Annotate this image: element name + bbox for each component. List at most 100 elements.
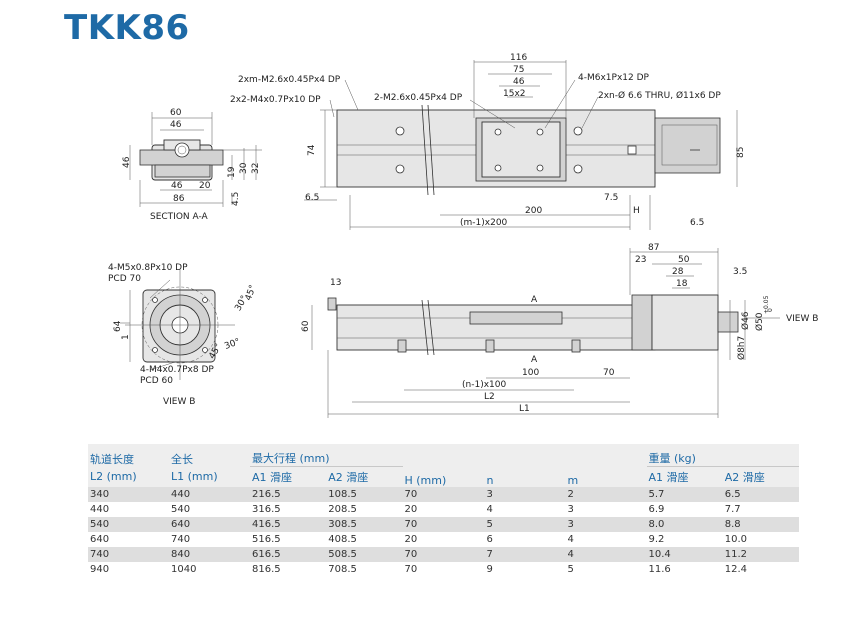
dim-46-height: 46 xyxy=(122,156,132,168)
table-cell: 616.5 xyxy=(250,547,327,562)
label-top-holes-5: 2xn-Ø 6.6 THRU, Ø11x6 DP xyxy=(598,90,721,101)
dim-L2: L2 xyxy=(484,392,495,402)
table-cell: 816.5 xyxy=(250,562,327,577)
table-cell: 440 xyxy=(88,502,169,517)
angle-30-bottom: 30° xyxy=(223,337,241,352)
dim-85: 85 xyxy=(736,147,746,158)
table-cell: 3 xyxy=(484,487,566,502)
dim-13: 13 xyxy=(330,278,341,288)
dim-46-section-top: 46 xyxy=(170,120,182,130)
section-aa-view xyxy=(129,112,262,207)
table-cell: 4 xyxy=(484,502,566,517)
table-cell: 540 xyxy=(88,517,169,532)
table-cell: 940 xyxy=(88,562,169,577)
table-cell: 8.8 xyxy=(722,517,799,532)
dim-L1: L1 xyxy=(519,404,530,414)
table-cell: 5 xyxy=(565,562,647,577)
table-cell: 6 xyxy=(484,532,566,547)
col-weight: 重量 (kg) xyxy=(646,444,799,467)
table-cell: 11.6 xyxy=(646,562,723,577)
label-viewb-pcd-2: PCD 60 xyxy=(140,376,173,386)
dim-7-5: 7.5 xyxy=(604,193,618,203)
dim-m1x200: (m-1)x200 xyxy=(460,218,508,228)
dim-32: 32 xyxy=(251,163,261,174)
dim-46-top: 46 xyxy=(513,77,525,87)
table-cell: 2 xyxy=(565,487,647,502)
dim-19: 19 xyxy=(227,166,237,178)
label-top-holes-1: 2xm-M2.6x0.45Px4 DP xyxy=(238,75,341,85)
col-stroke-a2: A2 滑座 xyxy=(326,466,403,487)
dim-87: 87 xyxy=(648,243,659,253)
table-cell: 70 xyxy=(402,547,485,562)
dim-200: 200 xyxy=(525,206,542,216)
dim-46-side: Ø46 xyxy=(740,311,751,330)
col-L1: L1 (mm) xyxy=(169,466,250,487)
table-cell: 840 xyxy=(169,547,250,562)
table-cell: 9.2 xyxy=(646,532,723,547)
table-cell: 440 xyxy=(169,487,250,502)
dim-100: 100 xyxy=(522,368,539,378)
dim-1: 1 xyxy=(121,334,131,340)
table-cell: 640 xyxy=(169,517,250,532)
dim-20-section: 20 xyxy=(199,181,211,191)
table-cell: 6.5 xyxy=(722,487,799,502)
table-cell: 4 xyxy=(565,532,647,547)
table-cell: 6.9 xyxy=(646,502,723,517)
dim-74: 74 xyxy=(307,144,317,156)
dim-75: 75 xyxy=(513,65,524,75)
dim-28: 28 xyxy=(672,267,684,277)
table-cell: 640 xyxy=(88,532,169,547)
dim-50-tol-upper: +0.05 xyxy=(763,295,770,314)
dim-4-5: 4.5 xyxy=(231,192,241,206)
side-view xyxy=(311,248,780,418)
table-cell: 308.5 xyxy=(326,517,403,532)
col-overall-length-cn: 全长 xyxy=(169,444,250,467)
dim-64: 64 xyxy=(113,320,123,332)
view-b-arrow-label: VIEW B xyxy=(786,314,818,324)
dim-46-section-bottom: 46 xyxy=(171,181,183,191)
col-m: m xyxy=(565,444,647,487)
label-viewb-pcd-1: PCD 70 xyxy=(108,274,141,284)
table-cell: 740 xyxy=(88,547,169,562)
col-n: n xyxy=(484,444,566,487)
dim-3-5: 3.5 xyxy=(733,267,747,277)
table-cell: 740 xyxy=(169,532,250,547)
table-cell: 9 xyxy=(484,562,566,577)
table-cell: 20 xyxy=(402,502,485,517)
table-cell: 11.2 xyxy=(722,547,799,562)
col-H: H (mm) xyxy=(402,444,485,487)
dim-116: 116 xyxy=(510,53,527,63)
label-top-holes-3: 2-M2.6x0.45Px4 DP xyxy=(374,93,463,103)
dim-60-section: 60 xyxy=(170,108,182,118)
dim-50-shaft: Ø50 xyxy=(754,312,765,331)
table-cell: 8.0 xyxy=(646,517,723,532)
table-cell: 70 xyxy=(402,487,485,502)
table-cell: 5.7 xyxy=(646,487,723,502)
col-stroke-a1: A1 滑座 xyxy=(250,466,327,487)
table-cell: 70 xyxy=(402,517,485,532)
dim-23: 23 xyxy=(635,255,646,265)
table-cell: 4 xyxy=(565,547,647,562)
dim-6-5-top-right: 6.5 xyxy=(690,218,704,228)
section-a-marker-top: A xyxy=(531,295,538,305)
table-cell: 508.5 xyxy=(326,547,403,562)
table-cell: 10.0 xyxy=(722,532,799,547)
product-title: TKK86 xyxy=(64,8,190,48)
col-max-stroke: 最大行程 (mm) xyxy=(250,444,403,467)
dim-15x2: 15x2 xyxy=(503,89,526,99)
dim-60-side: 60 xyxy=(301,320,311,332)
col-weight-a2: A2 滑座 xyxy=(722,466,799,487)
dim-30-section: 30 xyxy=(239,162,249,174)
table-cell: 12.4 xyxy=(722,562,799,577)
table-cell: 516.5 xyxy=(250,532,327,547)
table-cell: 7 xyxy=(484,547,566,562)
label-viewb-holes-1: 4-M5x0.8Px10 DP xyxy=(108,263,188,273)
